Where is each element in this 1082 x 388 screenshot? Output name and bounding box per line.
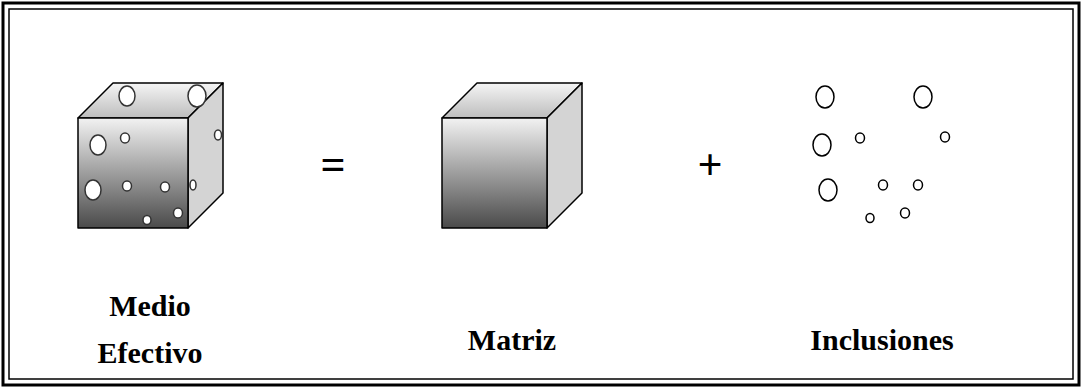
inclusions-label: Inclusiones [762,316,1002,363]
outer-frame [3,3,1079,385]
inner-frame [9,9,1073,379]
effective-medium-cube [78,83,223,228]
medium-label: Medio Efectivo [75,282,225,376]
matrix-label: Matriz [412,316,612,363]
matrix-cube [442,83,582,228]
cube-holes [85,85,222,225]
equals-sign: = [303,140,363,190]
inclusion-circles [813,86,950,223]
plus-sign: + [680,140,740,190]
